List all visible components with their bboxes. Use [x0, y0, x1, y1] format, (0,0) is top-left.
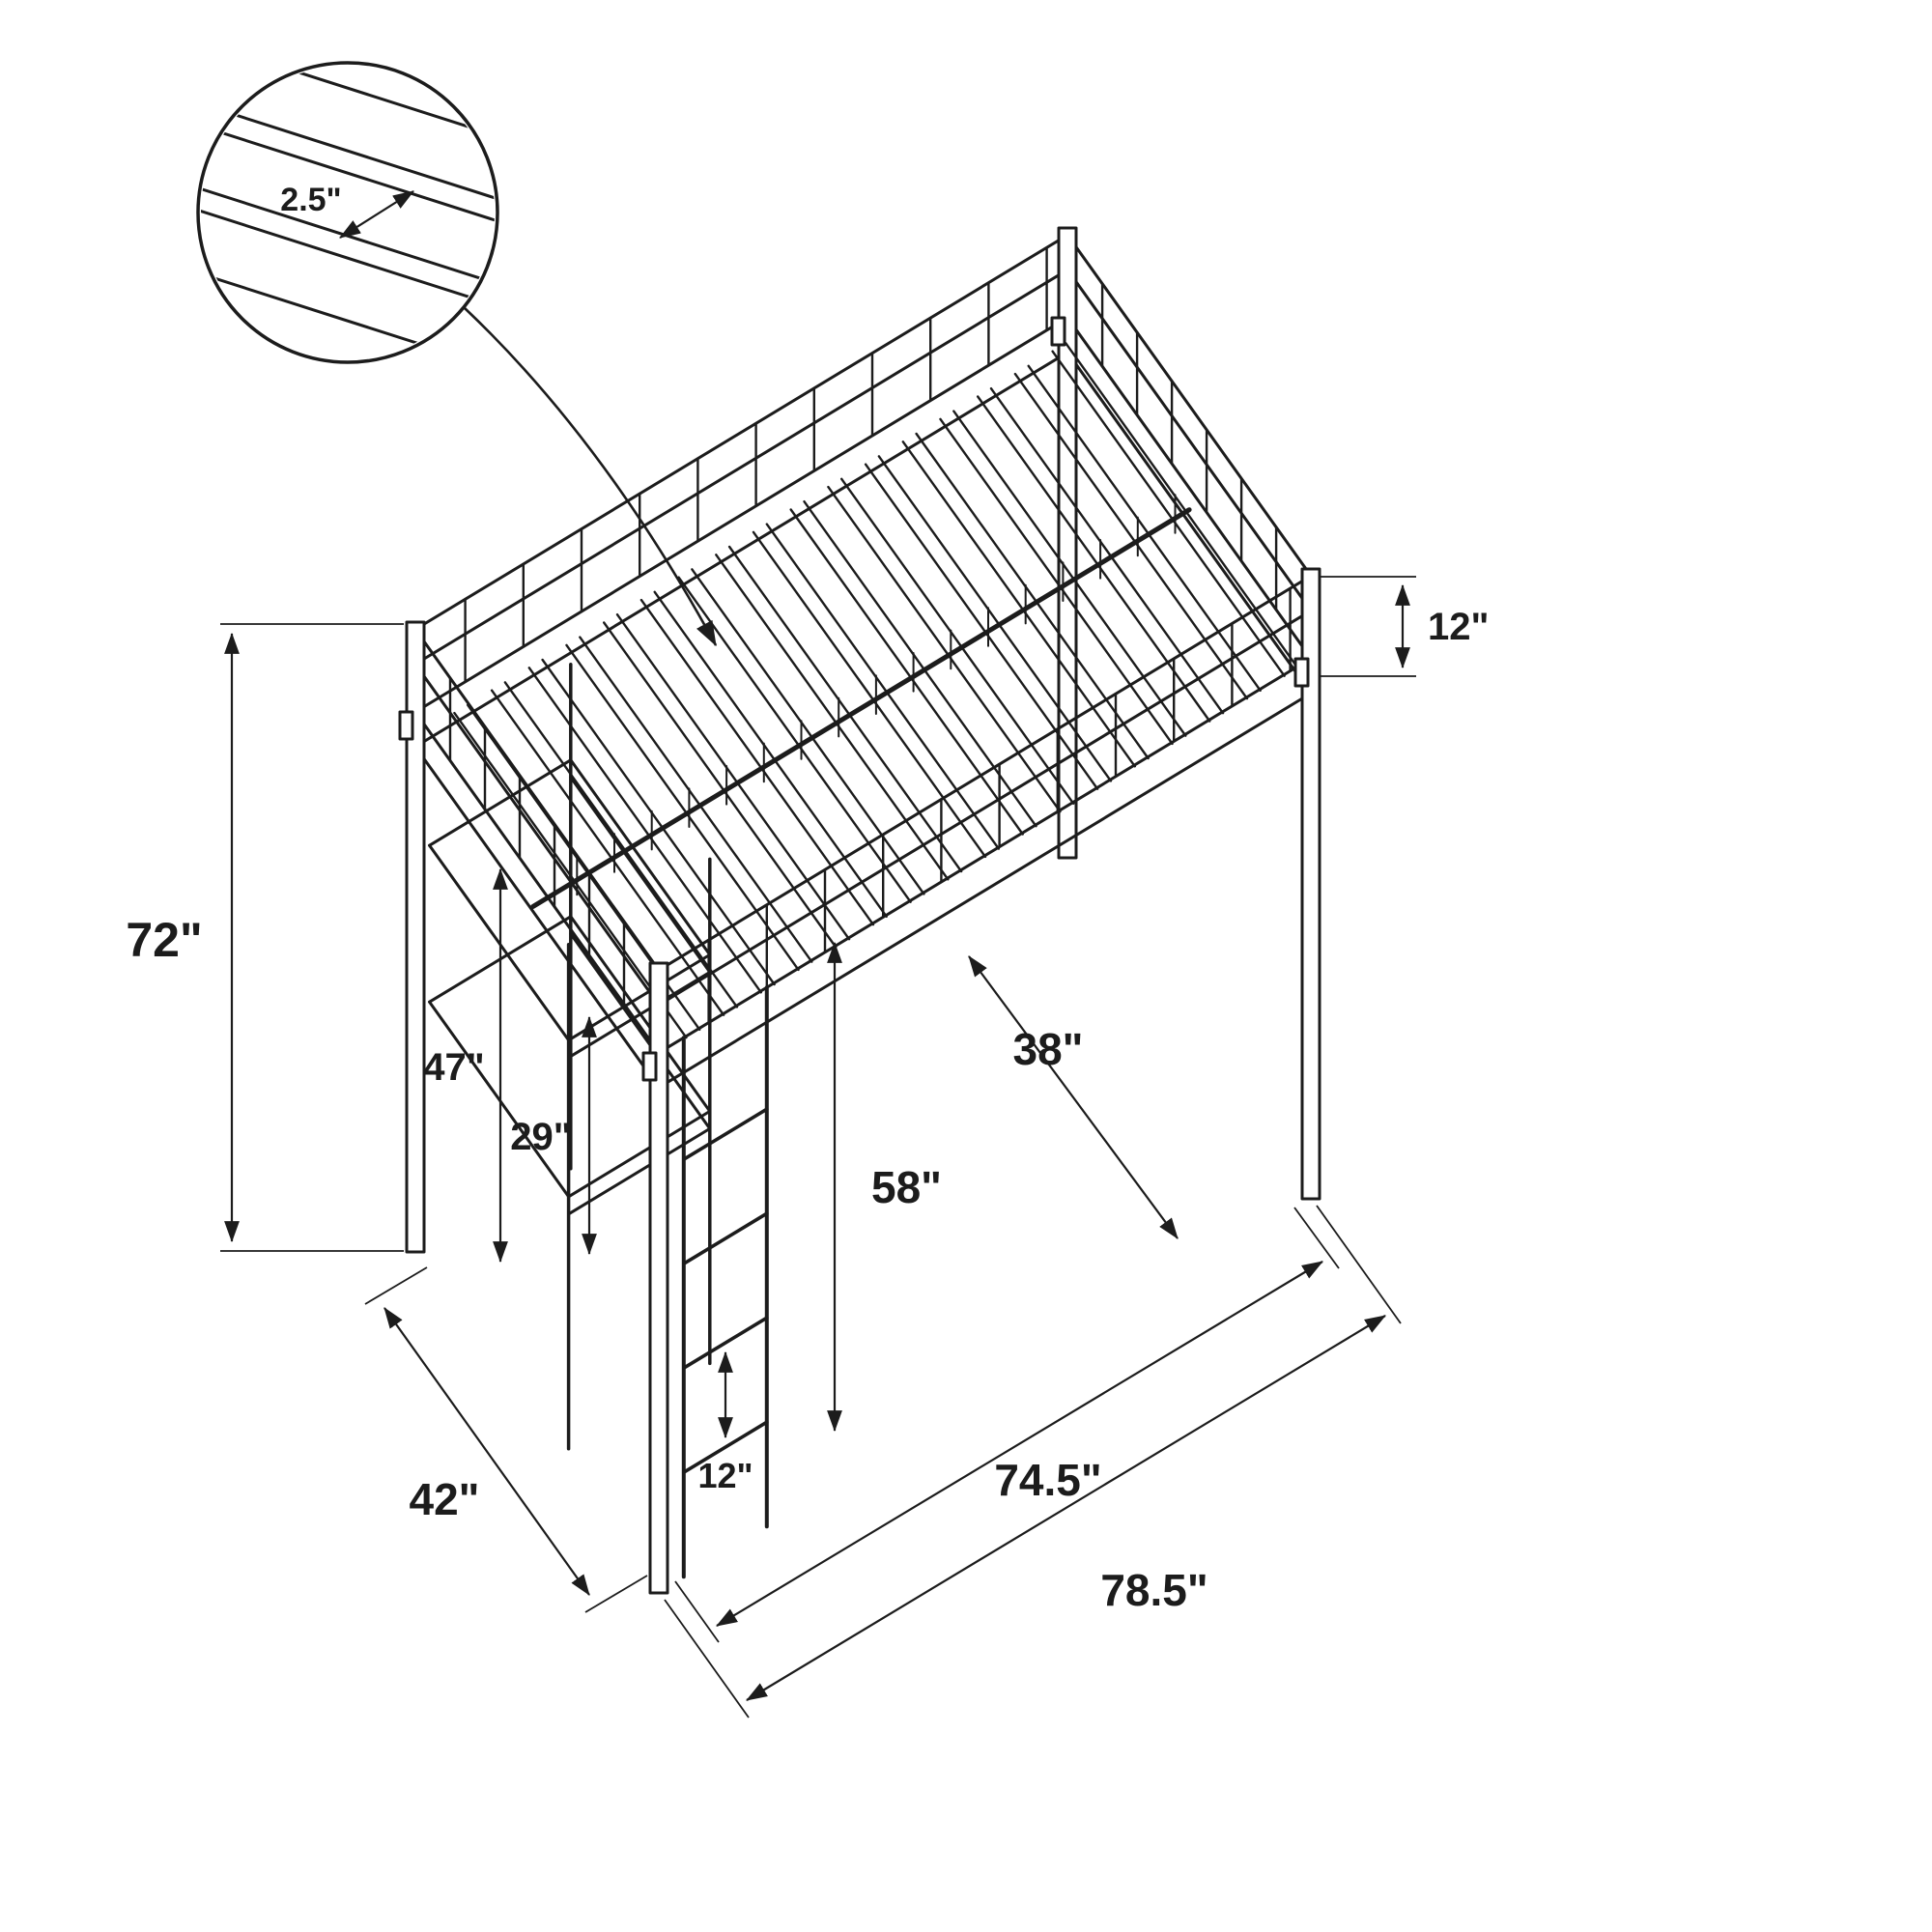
dim-label-slat-spacing: 2.5"	[280, 182, 341, 218]
dim-label-overall-length: 78.5"	[1100, 1565, 1208, 1615]
magnifier-circle	[196, 61, 499, 364]
dim-label-interior-width: 38"	[1013, 1024, 1084, 1074]
dim-label-overall-width: 42"	[410, 1474, 480, 1524]
loft-bed-line-art	[398, 226, 1321, 1595]
detail-leader-arrow	[463, 306, 718, 647]
dim-label-interior-length: 74.5"	[994, 1455, 1101, 1505]
dim-label-overall-height: 72"	[126, 913, 202, 967]
dim-label-guardrail-height: 12"	[1428, 606, 1489, 648]
detail-inset	[196, 61, 718, 647]
magnified-slats	[201, 66, 495, 359]
slat-spacing-arrow	[339, 190, 414, 239]
dimension-lines	[220, 576, 1416, 1719]
dim-label-lower-shelf-height: 29"	[510, 1116, 571, 1158]
dim-label-ladder-rung-spacing: 12"	[697, 1456, 753, 1495]
dim-label-upper-shelf-height: 47"	[423, 1046, 484, 1089]
dimension-labels: 2.5" 72" 12" 58" 47" 29" 12" 38" 42" 74.…	[126, 182, 1489, 1615]
dim-label-underbed-clearance: 58"	[871, 1162, 942, 1212]
